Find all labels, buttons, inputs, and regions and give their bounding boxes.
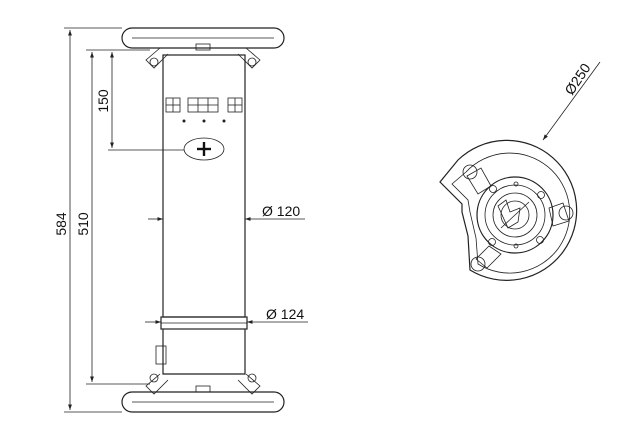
dimension-label-d124: Ø 124 — [266, 306, 304, 322]
dimension-label-584: 584 — [53, 212, 69, 236]
collar — [160, 316, 248, 330]
dimension-label-d120: Ø 120 — [262, 203, 300, 219]
dimension-label-510: 510 — [75, 212, 91, 236]
central-flange — [476, 176, 554, 254]
base-housing — [155, 329, 246, 375]
dimension-label-d250: Ø250 — [561, 60, 594, 98]
dimension-line-d250 — [542, 61, 601, 141]
handle-spokes — [462, 164, 574, 272]
top-view: Ø250 — [439, 60, 601, 281]
window-grid — [165, 97, 243, 123]
dimension-label-150: 150 — [95, 89, 111, 113]
top-handle-ring — [121, 27, 285, 69]
outer-ring — [439, 139, 578, 281]
bottom-handle-ring — [121, 373, 285, 413]
tube-body — [162, 54, 246, 318]
front-view: 584 510 150 Ø 120 Ø 124 — [53, 27, 308, 413]
focal-point-marker — [183, 137, 225, 161]
